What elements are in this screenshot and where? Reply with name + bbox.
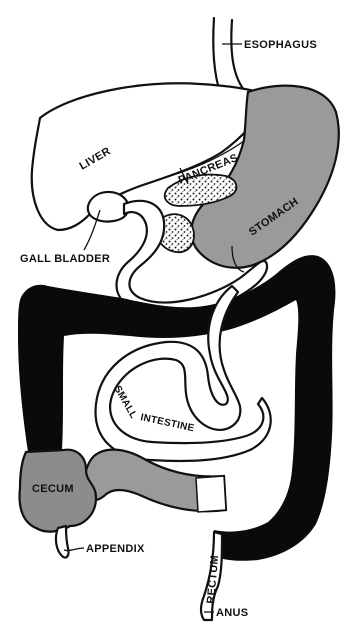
label-anus: ANUS bbox=[216, 607, 248, 619]
label-gall-bladder: GALL BLADDER bbox=[20, 253, 110, 265]
gall-bladder bbox=[88, 192, 129, 222]
ileum-white bbox=[196, 476, 226, 512]
label-cecum: CECUM bbox=[32, 483, 74, 495]
label-small-intestine-line2: INTESTINE bbox=[139, 412, 195, 434]
label-small-intestine-line1: SMALL bbox=[111, 384, 139, 421]
label-rectum: RECTUM bbox=[205, 555, 221, 605]
label-appendix: APPENDIX bbox=[86, 543, 145, 555]
appendix bbox=[56, 526, 69, 558]
label-esophagus: ESOPHAGUS bbox=[244, 39, 317, 51]
esophagus bbox=[213, 18, 244, 92]
